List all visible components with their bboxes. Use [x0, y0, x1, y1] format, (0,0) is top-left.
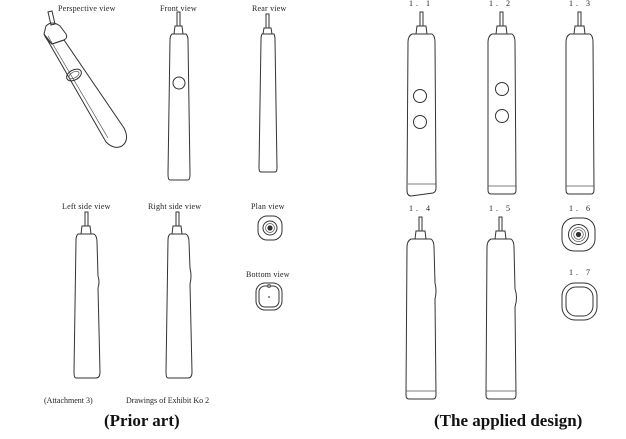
prior-art-caption: (Prior art): [104, 411, 180, 430]
figure-1-1-drawing: [405, 12, 439, 198]
figure-number-1-6: 1. 6: [569, 204, 593, 213]
attachment-label: (Attachment 3): [44, 396, 93, 405]
label-left-side-view: Left side view: [62, 202, 111, 211]
label-front-view: Front view: [160, 4, 197, 13]
left-side-view-drawing: [72, 212, 102, 380]
label-right-side-view: Right side view: [148, 202, 202, 211]
label-perspective-view: Perspective view: [58, 4, 116, 13]
figure-number-1-1: 1. 1: [409, 0, 433, 8]
label-plan-view: Plan view: [251, 202, 285, 211]
rear-view-drawing: [258, 14, 278, 174]
label-bottom-view: Bottom view: [246, 270, 290, 279]
front-view-drawing: [166, 12, 192, 182]
applied-design-panel: 1. 1 1. 2 1. 3 1. 4 1. 5: [365, 0, 626, 410]
figure-number-1-4: 1. 4: [409, 204, 433, 213]
perspective-view-drawing: [38, 10, 138, 155]
right-side-view-drawing: [164, 212, 194, 380]
drawings-label: Drawings of Exhibit Ko 2: [126, 396, 210, 405]
figure-1-5-drawing: [483, 217, 519, 403]
figure-1-3-drawing: [563, 12, 597, 198]
figure-number-1-7: 1. 7: [569, 268, 593, 277]
prior-art-panel: Perspective view Front view Rear view Le…: [0, 4, 290, 405]
figure-1-4-drawing: [403, 217, 439, 403]
figure-1-2-drawing: [485, 12, 519, 198]
figure-1-6-drawing: [561, 217, 597, 253]
figure-number-1-3: 1. 3: [569, 0, 593, 8]
figure-number-1-2: 1. 2: [489, 0, 513, 8]
bottom-view-drawing: [254, 282, 284, 312]
plan-view-drawing: [256, 214, 286, 244]
figure-number-1-5: 1. 5: [489, 204, 513, 213]
label-rear-view: Rear view: [252, 4, 287, 13]
figure-1-7-drawing: [561, 282, 599, 322]
applied-design-caption: (The applied design): [434, 411, 583, 430]
